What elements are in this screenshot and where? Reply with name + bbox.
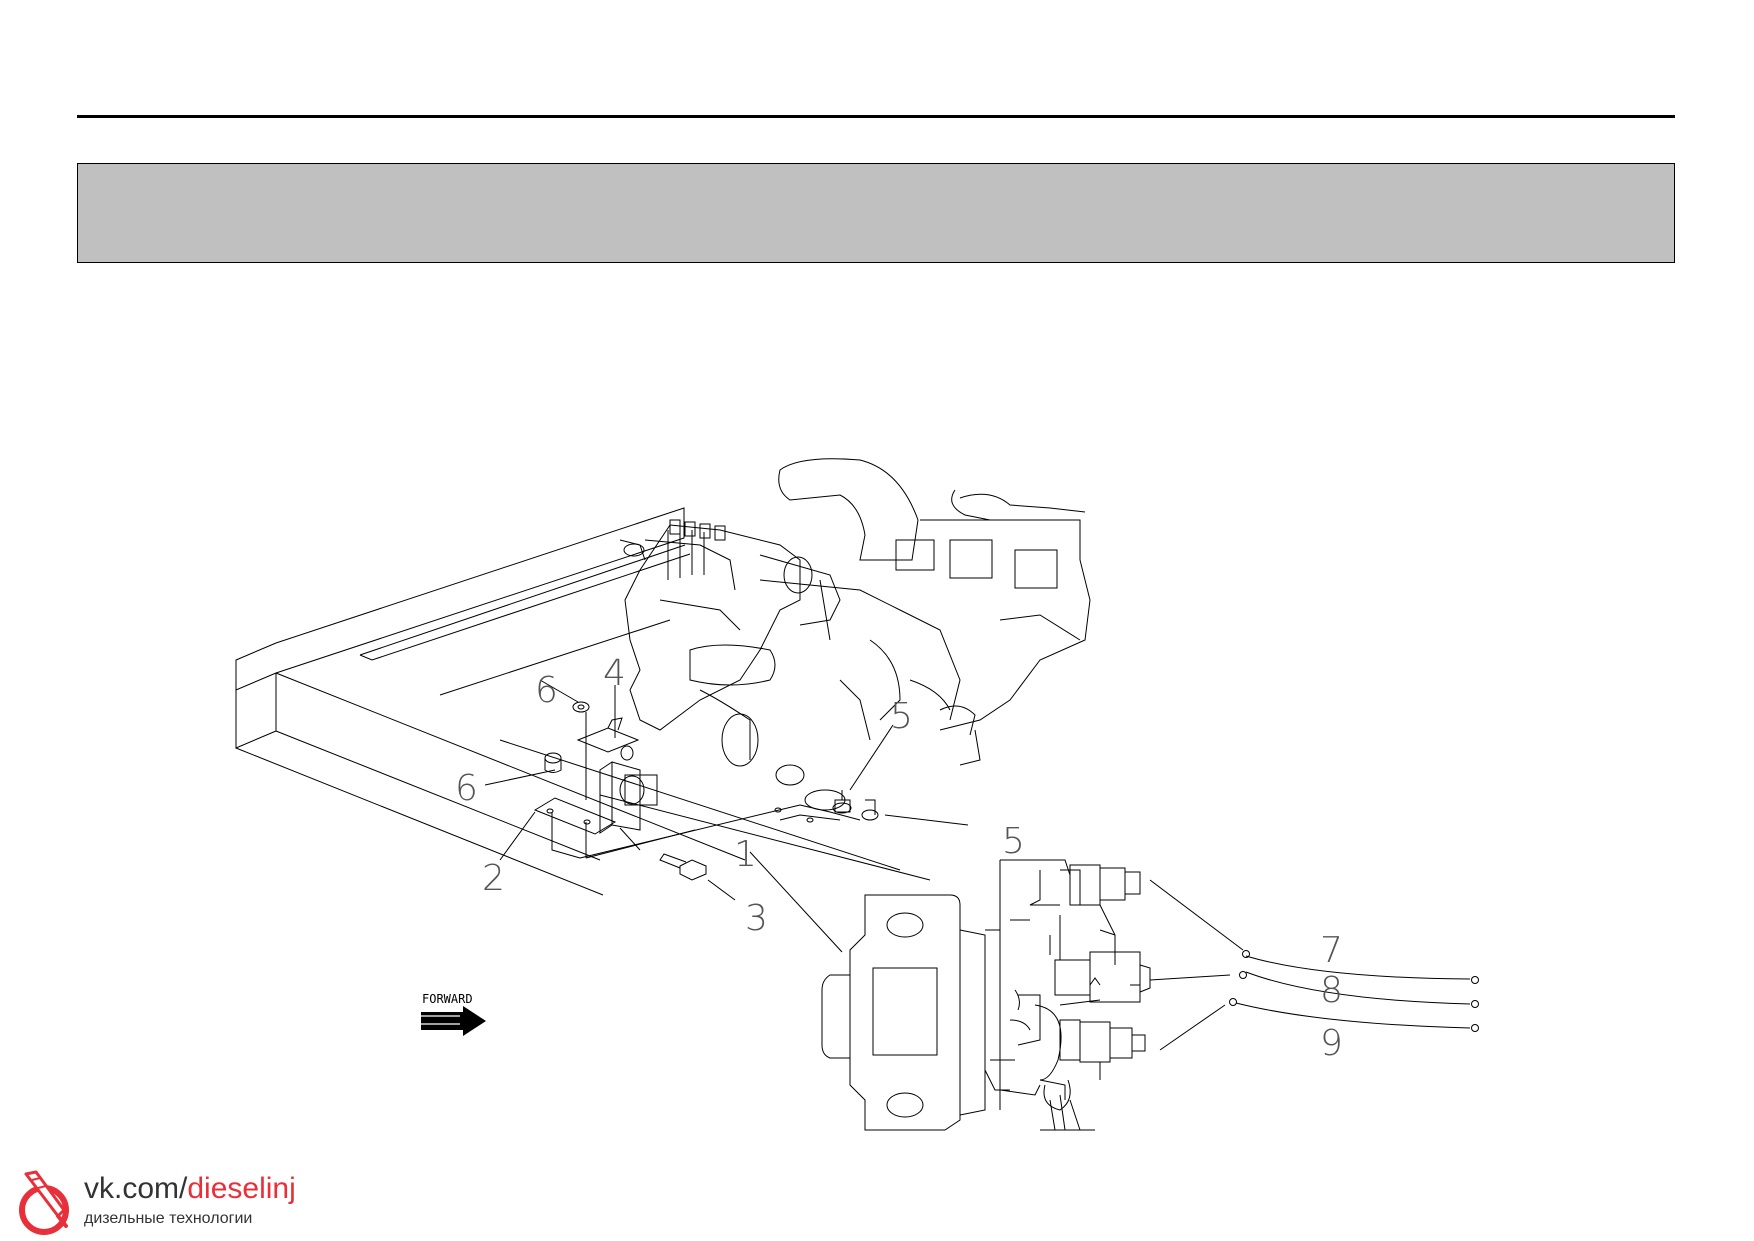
brand-link[interactable]: vk.com/dieselinj [84, 1172, 296, 1206]
bolt-part-3 [659, 853, 707, 881]
forward-arrow [421, 1006, 486, 1036]
callout-4: 4 [603, 653, 626, 694]
callout-3: 3 [745, 898, 768, 939]
bolts-part-5 [774, 790, 879, 823]
brand-prefix: vk.com/ [84, 1172, 188, 1205]
brand-watermark: vk.com/dieselinj дизельные технологии [14, 1170, 314, 1236]
top-rule [77, 115, 1675, 118]
callout-6a: 6 [535, 670, 558, 711]
callout-6b: 6 [455, 768, 478, 809]
leader-lines [484, 679, 1244, 1051]
forward-label: FORWARD [422, 992, 473, 1006]
injector-logo-icon [19, 1170, 69, 1235]
callout-2: 2 [482, 858, 505, 899]
callout-1: 1 [734, 834, 757, 875]
brand-subtitle: дизельные технологии [84, 1210, 253, 1227]
brand-accent: dieselinj [187, 1172, 296, 1205]
starter-motor-detail [821, 859, 1151, 1131]
cable-leads [1229, 950, 1479, 1032]
callout-8: 8 [1320, 970, 1343, 1011]
engine-block [619, 458, 1091, 811]
callout-9: 9 [1320, 1023, 1343, 1064]
callout-7: 7 [1320, 930, 1343, 971]
callout-5b: 5 [1002, 821, 1025, 862]
bracket-assembly [533, 701, 801, 859]
callout-5a: 5 [890, 696, 913, 737]
header-band [77, 163, 1675, 263]
chassis-frame [235, 507, 931, 896]
